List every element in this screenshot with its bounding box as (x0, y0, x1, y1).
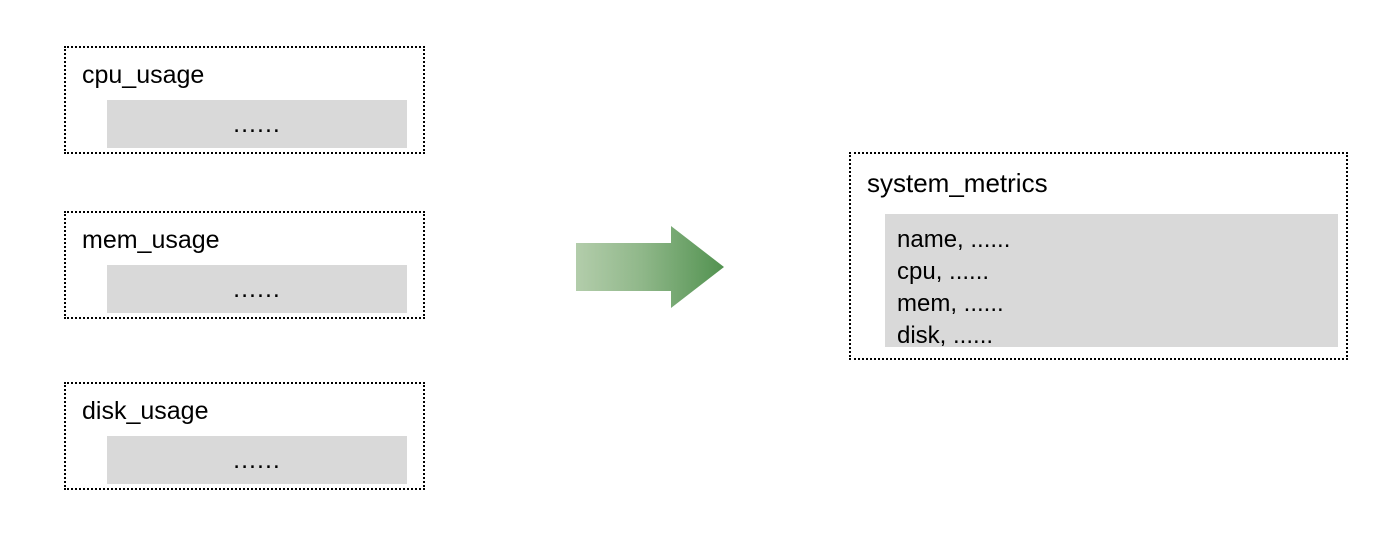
source-entity-body-disk-usage: ...... (107, 436, 407, 484)
right-arrow-icon (576, 226, 724, 308)
target-entity-body: name, ...... cpu, ...... mem, ...... dis… (885, 214, 1338, 349)
target-entity-system-metrics[interactable]: system_metrics name, ...... cpu, ...... … (849, 152, 1348, 360)
target-field-row: name, ...... (897, 226, 1011, 253)
source-entity-cpu-usage[interactable]: cpu_usage ...... (64, 46, 425, 154)
source-entity-title-disk-usage: disk_usage (82, 397, 209, 425)
source-entity-disk-usage[interactable]: disk_usage ...... (64, 382, 425, 490)
source-entity-title-mem-usage: mem_usage (82, 226, 220, 254)
source-entity-ellipsis-mem-usage: ...... (233, 275, 281, 303)
target-field-row: mem, ...... (897, 290, 1004, 317)
target-field-row: disk, ...... (897, 322, 994, 349)
source-entity-body-cpu-usage: ...... (107, 100, 407, 148)
target-field-row: cpu, ...... (897, 258, 990, 285)
source-entity-ellipsis-disk-usage: ...... (233, 446, 281, 474)
source-entity-body-mem-usage: ...... (107, 265, 407, 313)
source-entity-ellipsis-cpu-usage: ...... (233, 110, 281, 138)
source-entity-mem-usage[interactable]: mem_usage ...... (64, 211, 425, 319)
target-entity-title: system_metrics (867, 168, 1048, 198)
source-entity-title-cpu-usage: cpu_usage (82, 61, 205, 89)
